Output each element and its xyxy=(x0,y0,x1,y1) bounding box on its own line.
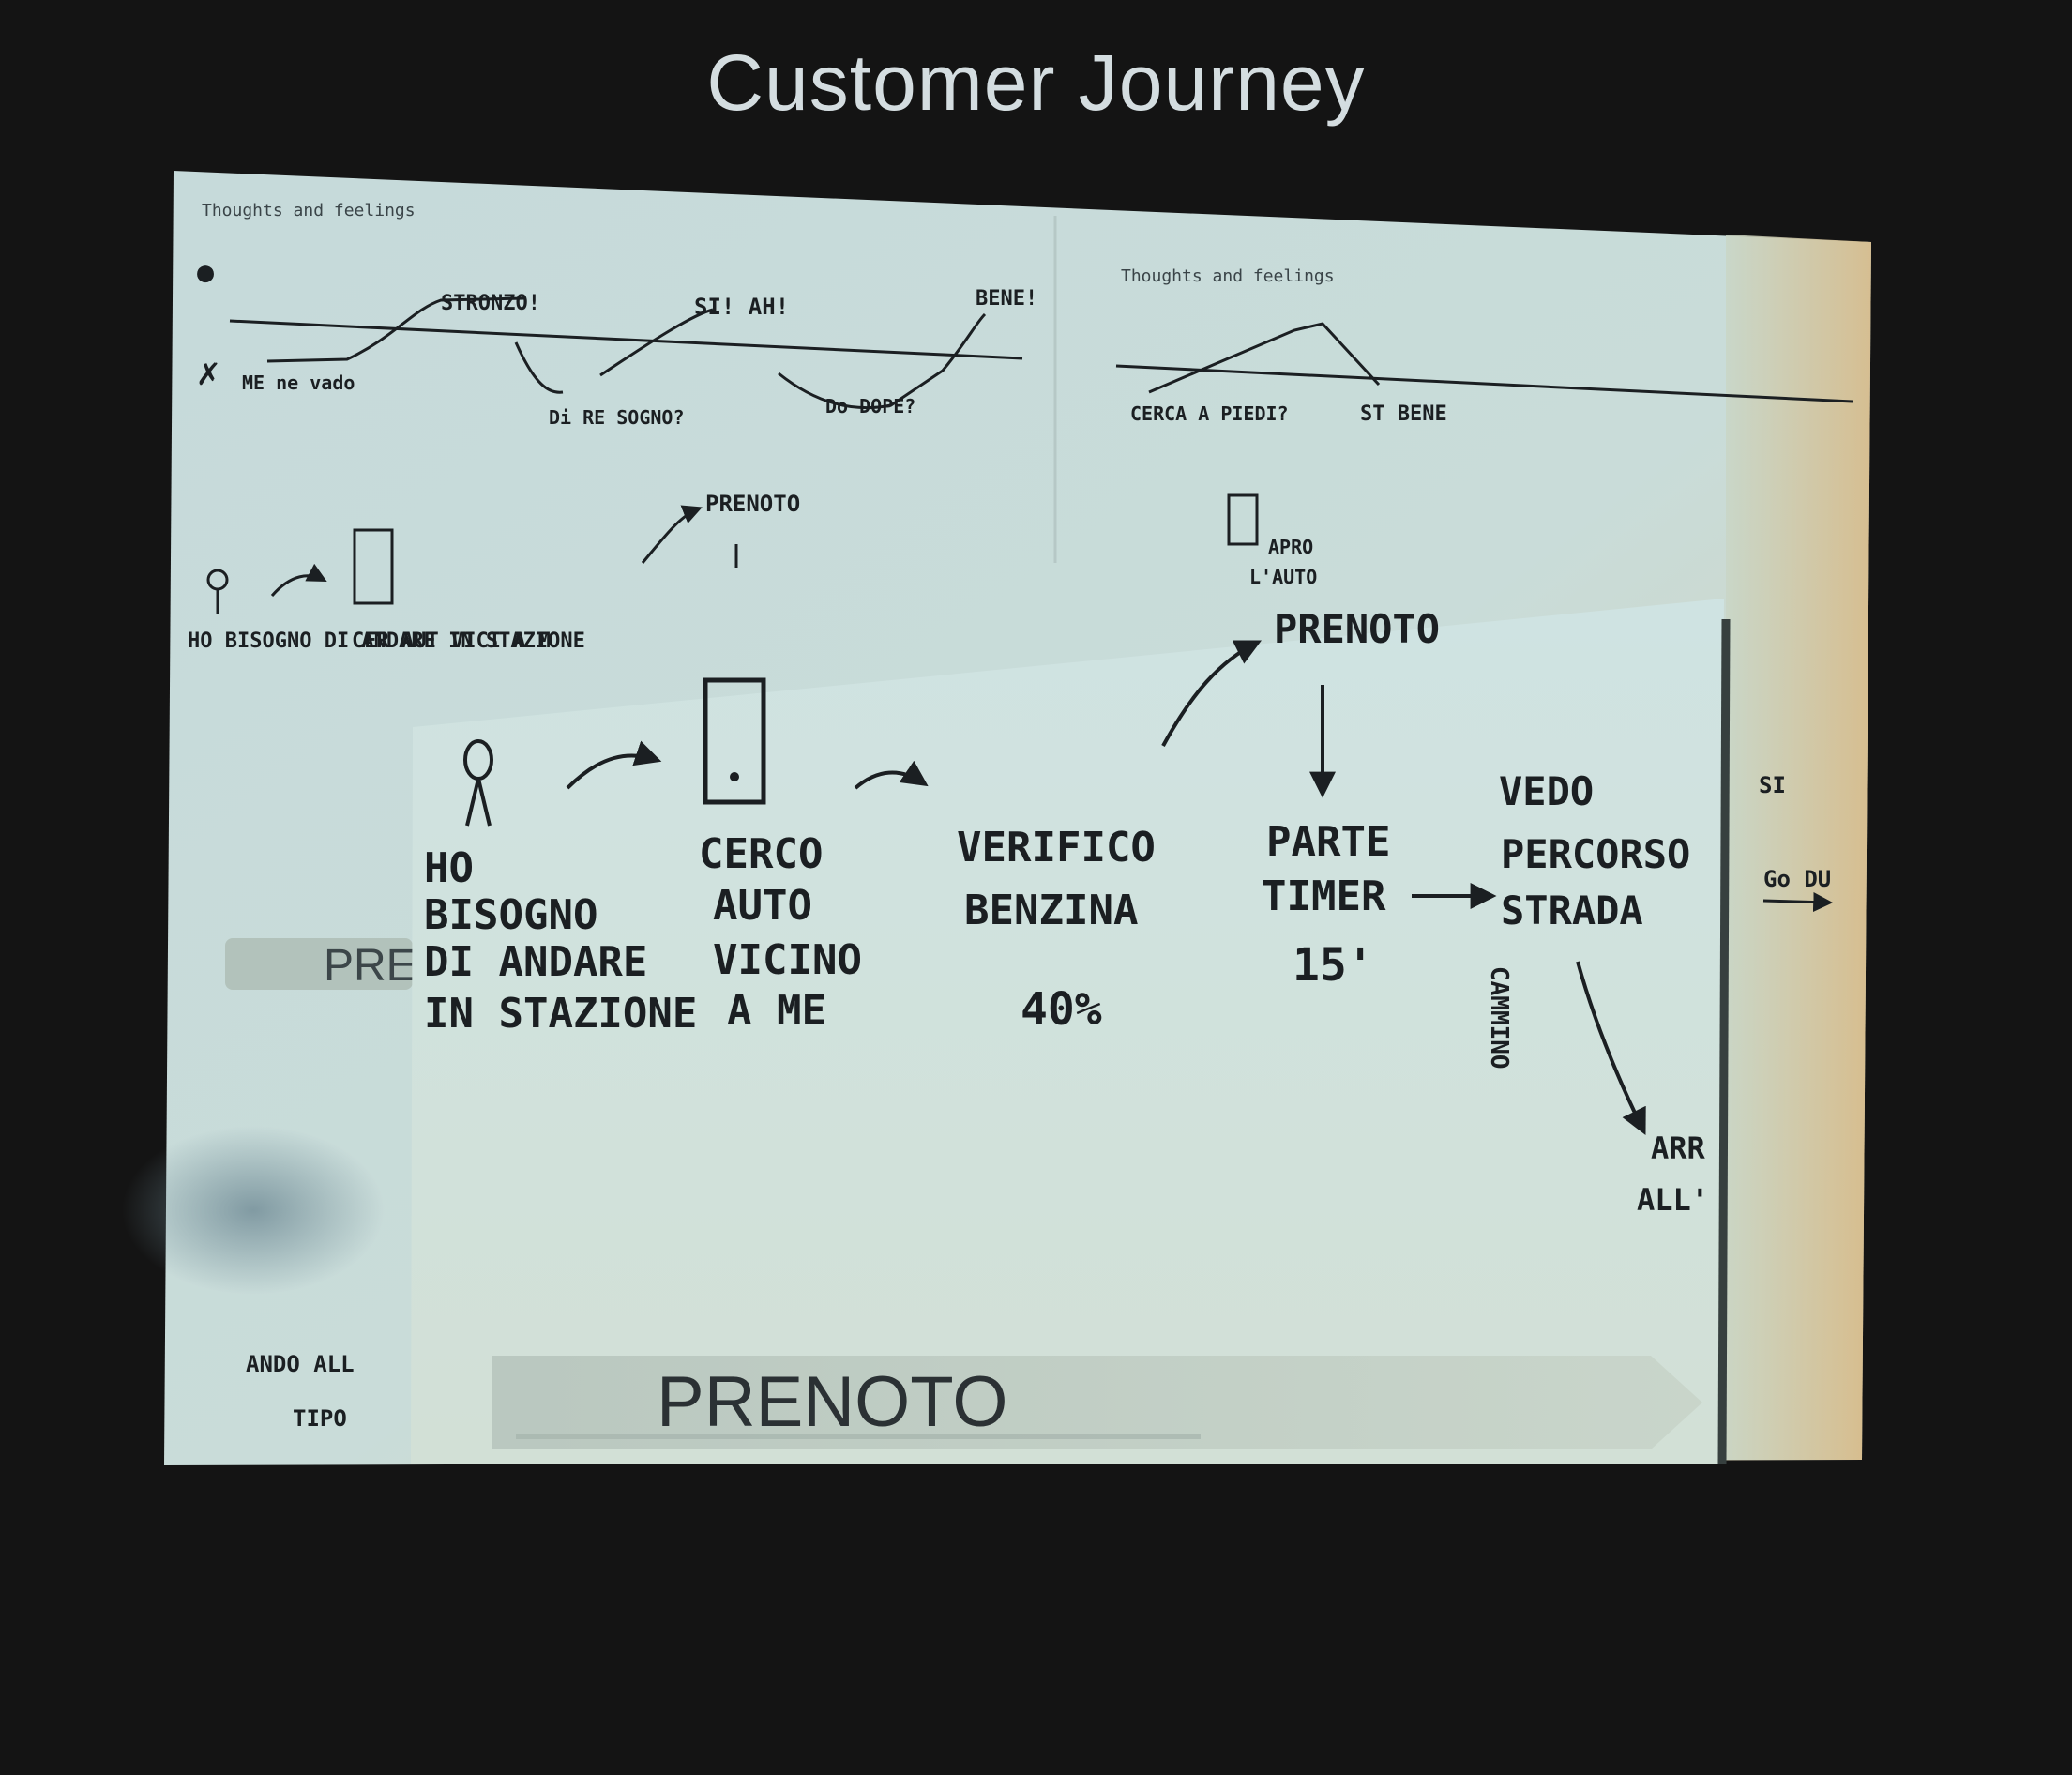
curve-right-label-2: ST BENE xyxy=(1360,402,1447,426)
step-check-fuel: VERIFICO BENZINA 40% xyxy=(957,824,1156,1036)
phone-icon xyxy=(703,677,766,805)
front-sheet-edge-shadow xyxy=(1717,618,1731,1464)
step-1-line-3: DI ANDARE xyxy=(424,938,647,986)
emotion-curve-right: Thoughts and feelings CERCA A PIEDI? ST … xyxy=(1115,266,1853,426)
step-need-to-go: HO BISOGNO DI ANDARE IN STAZIONE xyxy=(424,739,697,1038)
step-5-line-3: STRADA xyxy=(1501,888,1643,933)
curve-label-bene: BENE! xyxy=(976,287,1037,311)
curve-label-stronzo: STRONZO! xyxy=(441,292,540,315)
right-edge-1: SI xyxy=(1759,772,1786,798)
ripper-label-1: APRO xyxy=(1268,536,1313,558)
right-edge-2: Go DU xyxy=(1763,866,1831,892)
svg-text:Thoughts and feelings: Thoughts and feelings xyxy=(1121,266,1335,286)
prenoto-banner xyxy=(492,1356,1702,1449)
banner-caption-line xyxy=(516,1434,1201,1439)
curve-label-low-3: Do DOPE? xyxy=(825,395,915,417)
step-2-line-3: VICINO xyxy=(713,936,862,984)
slide-title: Customer Journey xyxy=(706,38,1366,127)
step-1-line-2: BISOGNO xyxy=(424,891,597,939)
curve-right-label-1: CERCA A PIEDI? xyxy=(1130,402,1289,425)
step-2-line-2: AUTO xyxy=(713,882,812,930)
ripper-label-2: L'AUTO xyxy=(1249,566,1317,588)
bottom-left-2: TIPO xyxy=(293,1405,347,1432)
step-timer: PARTE TIMER 15' xyxy=(1262,818,1390,992)
arrow-1 xyxy=(566,740,662,790)
timer-value: 15' xyxy=(1293,939,1374,992)
frown-face-icon: ✗ xyxy=(197,351,219,394)
step-4-line-2: TIMER xyxy=(1262,872,1386,920)
mini-step-2: CER AUT VICI A M xyxy=(352,630,551,653)
step-1-line-1: HO xyxy=(424,844,474,892)
step-2-line-1: CERCO xyxy=(699,830,823,878)
banner-text: PRENOTO xyxy=(657,1362,1007,1442)
curve-label-low-2: Di RE SOGNO? xyxy=(549,406,685,429)
arrow-2 xyxy=(854,760,929,790)
step-5-line-1: VEDO xyxy=(1499,768,1594,814)
step-3-line-1: VERIFICO xyxy=(957,824,1156,872)
pin-icon: ● xyxy=(197,256,214,289)
arrow-to-prenoto xyxy=(1161,640,1263,747)
step-search-car: CERCO AUTO VICINO A ME xyxy=(699,677,862,1035)
front-sheet xyxy=(411,599,1724,1464)
arrow-to-arrive xyxy=(1576,961,1646,1136)
curve-label-si-ah: SI! AH! xyxy=(694,294,789,320)
mini-step-1: HO BISOGNO DI ANDARE IN STAZIONE xyxy=(188,630,585,653)
svg-text:Thoughts and feelings: Thoughts and feelings xyxy=(202,201,416,220)
mini-prenoto: PRENOTO xyxy=(705,491,800,517)
step-4-line-1: PARTE xyxy=(1266,818,1390,866)
banner-partial: PRE xyxy=(324,941,416,991)
step-see-route: VEDO PERCORSO STRADA xyxy=(1499,768,1690,933)
emotion-curve-left: Thoughts and feelings STRONZO! SI! AH! B… xyxy=(197,201,1037,429)
smudge xyxy=(122,1126,385,1295)
step-1-line-4: IN STAZIONE xyxy=(424,990,697,1038)
step-3-line-2: BENZINA xyxy=(964,887,1138,934)
bottom-left-1: ANDO ALL xyxy=(246,1351,355,1377)
step-2-line-4: A ME xyxy=(727,987,826,1035)
fuel-value: 40% xyxy=(1021,983,1102,1036)
curve-label-low-1: ME ne vado xyxy=(242,372,355,394)
prenoto-label: PRENOTO xyxy=(1274,606,1440,652)
side-label-cammino: CAMMINO xyxy=(1485,966,1513,1070)
arrive-label-1: ARR xyxy=(1651,1130,1706,1166)
back-mini-steps: HO BISOGNO DI ANDARE IN STAZIONE CER AUT… xyxy=(188,491,1834,1432)
back-sheet-warm-edge xyxy=(1726,235,1871,1460)
arrive-label-2: ALL' xyxy=(1637,1182,1709,1218)
step-5-line-2: PERCORSO xyxy=(1501,831,1690,877)
